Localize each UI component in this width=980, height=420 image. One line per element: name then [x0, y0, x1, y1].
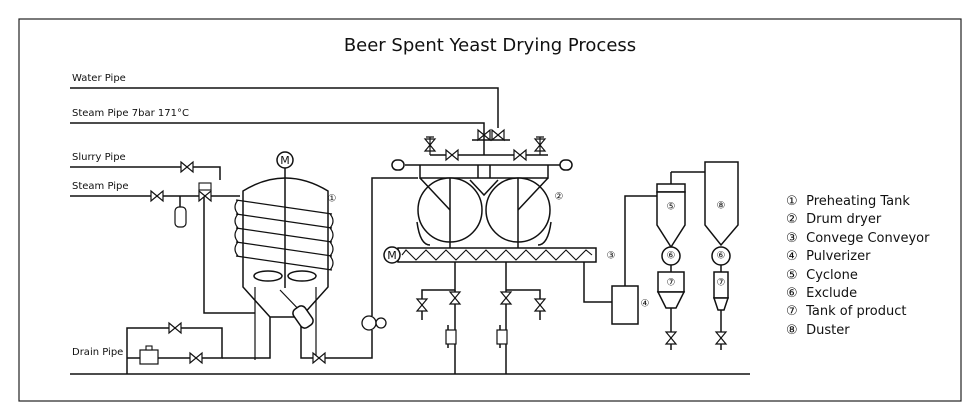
steam-pipe: [70, 195, 255, 314]
steam-trap: [174, 206, 187, 228]
legend-number: ⑤: [786, 267, 798, 283]
pulverizer: [611, 195, 670, 325]
steam-main-pipe: [70, 122, 548, 156]
drain-pipe-label: Drain Pipe: [72, 347, 124, 358]
marker-exclude-duster: ⑥: [716, 250, 726, 262]
legend-label: Pulverizer: [806, 249, 871, 265]
legend-label: Preheating Tank: [806, 194, 910, 209]
legend-number: ②: [786, 212, 798, 228]
drain-pipe: [70, 177, 750, 375]
legend-item: ⑦ Tank of product: [786, 303, 929, 321]
drum-dryer: [391, 159, 573, 250]
marker-product-tank-duster: ⑦: [716, 277, 726, 289]
legend-label: Cyclone: [806, 267, 858, 283]
legend-item: ⑧ Duster: [786, 322, 929, 340]
steam-pipe-label: Steam Pipe: [72, 181, 129, 192]
legend-item: ④ Pulverizer: [786, 248, 929, 266]
legend-label: Duster: [806, 322, 850, 338]
legend-item: ⑤ Cyclone: [786, 267, 929, 285]
legend: ① Preheating Tank ② Drum dryer ③ Convege…: [786, 193, 929, 340]
dryer-valve-3: [500, 291, 512, 305]
dryer-trap-2: [496, 329, 508, 345]
marker-duster: ⑧: [716, 200, 726, 212]
legend-label: Convege Conveyor: [806, 230, 930, 246]
cyclone-outlet-valve: [665, 331, 677, 345]
motor-symbol-conveyor: M: [387, 249, 397, 262]
legend-label: Exclude: [806, 285, 858, 301]
dryer-valve-1: [416, 298, 428, 312]
legend-item: ⑥ Exclude: [786, 285, 929, 303]
slurry-pipe-label: Slurry Pipe: [72, 152, 126, 163]
marker-cyclone: ⑤: [666, 201, 676, 213]
legend-item: ③ Convege Conveyor: [786, 230, 929, 248]
slurry-valve: [180, 161, 194, 173]
legend-item: ① Preheating Tank: [786, 193, 929, 211]
drain-valve-3: [312, 352, 326, 364]
marker-drum-dryer: ②: [554, 191, 564, 203]
dryer-valve-4: [534, 298, 546, 312]
dryer-top-valves: [424, 129, 546, 161]
water-pipe: [70, 87, 499, 128]
marker-preheating-tank: ①: [327, 193, 337, 205]
drain-valve-2: [189, 352, 203, 364]
preheating-tank: [234, 151, 334, 360]
steam-valve: [150, 190, 164, 202]
legend-label: Drum dryer: [806, 212, 882, 228]
marker-pulverizer: ④: [640, 298, 650, 310]
duster-outlet-valve: [715, 331, 727, 345]
diagram-border: [18, 18, 962, 402]
legend-item: ② Drum dryer: [786, 211, 929, 229]
legend-number: ⑥: [786, 285, 798, 301]
legend-number: ③: [786, 230, 798, 246]
marker-product-tank-cyclone: ⑦: [666, 277, 676, 289]
dryer-trap-1: [445, 329, 457, 345]
water-pipe-label: Water Pipe: [72, 73, 126, 84]
legend-label: Tank of product: [806, 304, 907, 320]
motor-symbol-tank: M: [280, 154, 290, 167]
transfer-pump: [361, 315, 387, 331]
steam-control-valve: [198, 182, 212, 202]
marker-exclude-cyclone: ⑥: [666, 250, 676, 262]
drain-strainer: [139, 345, 159, 365]
marker-conveyor: ③: [606, 250, 616, 262]
dryer-drain-lines: [421, 262, 541, 374]
drain-valve-1: [168, 322, 182, 334]
legend-number: ①: [786, 194, 798, 209]
slurry-pipe: [70, 166, 221, 180]
cyclone: [656, 171, 705, 350]
diagram-title: Beer Spent Yeast Drying Process: [343, 35, 637, 56]
legend-number: ⑦: [786, 304, 798, 320]
legend-number: ④: [786, 249, 798, 265]
dryer-valve-2: [449, 291, 461, 305]
steam-main-pipe-label: Steam Pipe 7bar 171°C: [72, 108, 189, 119]
legend-number: ⑧: [786, 322, 798, 338]
conveyor: [383, 246, 612, 303]
